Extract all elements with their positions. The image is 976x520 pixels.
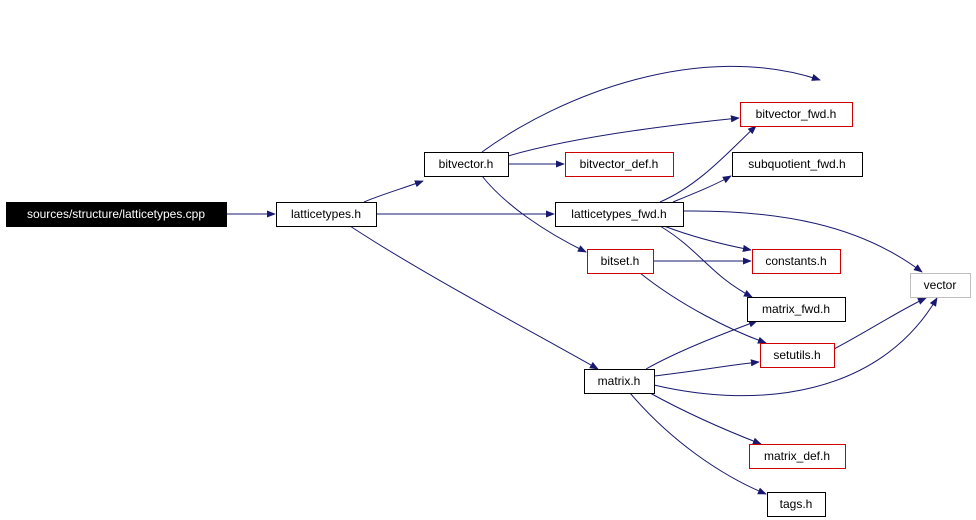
node-box	[276, 202, 377, 227]
edge-latticetypes-fwd-h-to-subquotient-fwd-h	[672, 175, 732, 203]
node-box	[740, 102, 853, 127]
node-label: constants.h	[765, 254, 826, 268]
node-matrix-fwd-h[interactable]: matrix_fwd.h	[747, 297, 846, 322]
node-bitvector-def-h[interactable]: bitvector_def.h	[565, 152, 674, 177]
node-bitset-h[interactable]: bitset.h	[587, 249, 654, 274]
edge-latticetypes-fwd-h-to-matrix-fwd-h	[659, 225, 753, 298]
node-label: bitvector_def.h	[580, 157, 659, 171]
edge-latticetypes-fwd-h-to-constants-h	[663, 225, 752, 252]
edge-matrix-h-to-matrix-fwd-h	[645, 320, 758, 370]
node-box	[910, 273, 971, 298]
node-box	[747, 297, 846, 322]
node-label: tags.h	[780, 497, 813, 511]
node-box	[760, 343, 835, 368]
edge-bitvector-h-to-bitset-h	[481, 175, 587, 253]
node-label: matrix_fwd.h	[762, 302, 830, 316]
edge-latticetypes-h-to-matrix-h	[349, 225, 599, 370]
edge-matrix-h-to-tags-h	[629, 392, 767, 495]
node-matrix-h[interactable]: matrix.h	[584, 369, 655, 394]
node-label: latticetypes_fwd.h	[571, 207, 666, 221]
node-label: setutils.h	[773, 348, 820, 362]
edge-bitvector-h-to-vector	[481, 65, 821, 153]
edges-layer	[226, 65, 938, 495]
node-label: latticetypes.h	[291, 207, 361, 221]
edge-bitset-h-to-setutils-h	[639, 272, 767, 344]
node-setutils-h[interactable]: setutils.h	[760, 343, 835, 368]
node-box	[732, 152, 863, 177]
edge-matrix-h-to-vector	[653, 297, 938, 397]
node-label: matrix_def.h	[764, 449, 830, 463]
edge-latticetypes-fwd-h-to-vector	[682, 210, 923, 273]
node-label: sources/structure/latticetypes.cpp	[27, 207, 205, 221]
node-label: bitset.h	[601, 254, 640, 268]
edge-setutils-h-to-vector	[833, 297, 927, 350]
node-box	[767, 492, 826, 517]
node-label: subquotient_fwd.h	[748, 157, 845, 171]
node-subquotient-fwd-h[interactable]: subquotient_fwd.h	[732, 152, 863, 177]
edge-latticetypes-h-to-bitvector-h	[363, 180, 424, 203]
node-constants-h[interactable]: constants.h	[752, 249, 841, 274]
node-bitvector-fwd-h[interactable]: bitvector_fwd.h	[740, 102, 853, 127]
node-vector[interactable]: vector	[910, 273, 971, 298]
node-root[interactable]: sources/structure/latticetypes.cpp	[6, 202, 227, 227]
node-latticetypes-fwd-h[interactable]: latticetypes_fwd.h	[555, 202, 684, 227]
node-label: vector	[924, 278, 957, 292]
nodes-layer: sources/structure/latticetypes.cpp lattic…	[6, 102, 971, 517]
node-box	[584, 369, 655, 394]
node-box	[587, 249, 654, 274]
edge-matrix-h-to-matrix-def-h	[649, 392, 762, 445]
node-box	[749, 444, 846, 469]
node-box	[6, 202, 227, 227]
node-label: matrix.h	[598, 374, 641, 388]
node-bitvector-h[interactable]: bitvector.h	[424, 152, 509, 177]
node-box	[424, 152, 509, 177]
node-box	[752, 249, 841, 274]
edge-bitvector-h-to-bitvector-fwd-h	[507, 115, 740, 157]
node-tags-h[interactable]: tags.h	[767, 492, 826, 517]
node-latticetypes-h[interactable]: latticetypes.h	[276, 202, 377, 227]
node-box	[565, 152, 674, 177]
node-matrix-def-h[interactable]: matrix_def.h	[749, 444, 846, 469]
node-label: bitvector_fwd.h	[756, 107, 837, 121]
node-box	[555, 202, 684, 227]
edge-latticetypes-fwd-h-to-bitvector-fwd-h	[659, 125, 757, 203]
node-label: bitvector.h	[439, 157, 494, 171]
edge-matrix-h-to-setutils-h	[653, 359, 760, 377]
